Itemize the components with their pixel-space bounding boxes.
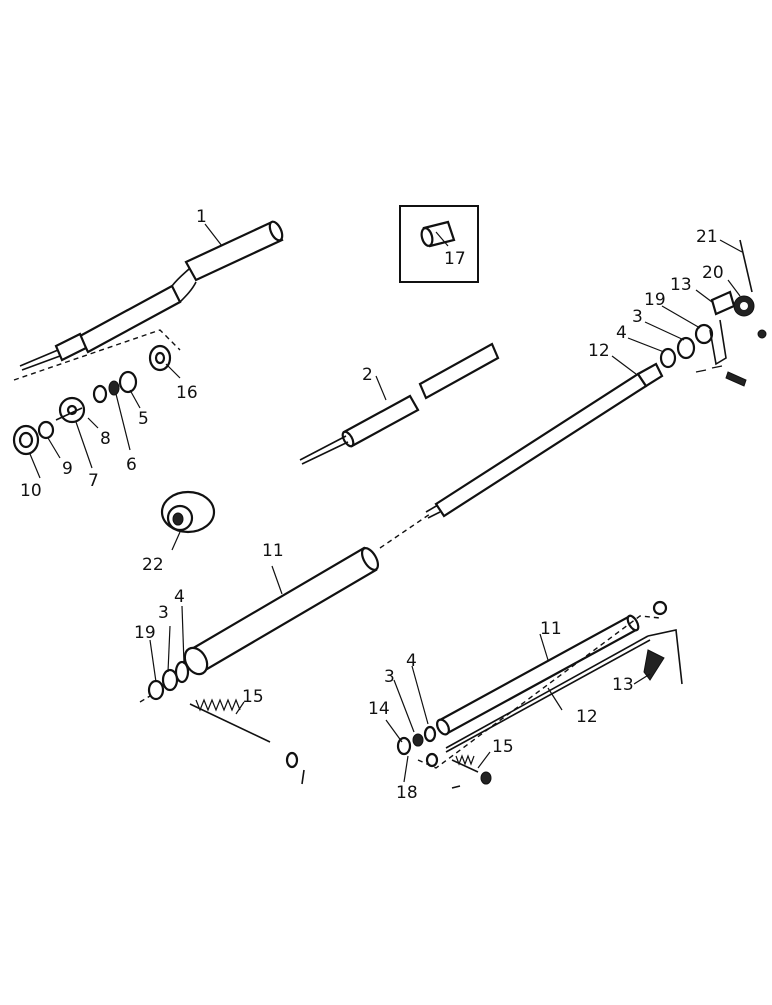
callout-3-bottom: 3 <box>384 667 395 687</box>
callout-1: 1 <box>196 207 207 227</box>
part-11-tube-left <box>183 546 380 676</box>
callout-4-top: 4 <box>616 323 627 343</box>
callout-8: 8 <box>100 429 111 449</box>
callout-11-right: 11 <box>540 619 562 639</box>
left-parts-cluster <box>12 344 172 456</box>
callout-3-left: 3 <box>158 603 169 623</box>
alignment-line <box>379 513 431 549</box>
callout-4-bottom: 4 <box>406 651 417 671</box>
callout-11-left: 11 <box>262 541 284 561</box>
callout-3-top: 3 <box>632 307 643 327</box>
callout-13-bottom: 13 <box>612 675 634 695</box>
callout-15-right: 15 <box>492 737 514 757</box>
callout-17: 17 <box>444 249 466 269</box>
callout-19-top: 19 <box>644 290 666 310</box>
callout-labels: 1 2 17 16 5 8 6 9 7 10 22 11 12 4 3 19 1… <box>20 207 724 803</box>
callout-5: 5 <box>138 409 149 429</box>
callout-18: 18 <box>396 783 418 803</box>
callout-7: 7 <box>88 471 99 491</box>
callout-13-top: 13 <box>670 275 692 295</box>
left-tube-washers <box>139 660 190 703</box>
callout-6: 6 <box>126 455 137 475</box>
part-2-shaft <box>299 342 500 465</box>
part-1-shaft <box>19 220 284 371</box>
part-12-rod-right <box>445 629 683 753</box>
callout-2: 2 <box>362 365 373 385</box>
callout-10: 10 <box>20 481 42 501</box>
callout-20: 20 <box>702 263 724 283</box>
callout-12-top: 12 <box>588 341 610 361</box>
callout-4-left: 4 <box>174 587 185 607</box>
callout-22: 22 <box>142 555 164 575</box>
callout-12-bottom: 12 <box>576 707 598 727</box>
callout-15-left: 15 <box>242 687 264 707</box>
assembly-bracket <box>13 329 181 381</box>
callout-16: 16 <box>176 383 198 403</box>
callout-14: 14 <box>368 699 390 719</box>
part-11-tube-right <box>436 614 640 736</box>
upper-right-parts <box>659 239 767 387</box>
callout-19-left: 19 <box>134 623 156 643</box>
part-12-long-shaft <box>425 362 664 519</box>
leader-lines <box>29 223 743 783</box>
callout-21: 21 <box>696 227 718 247</box>
lower-right-small-parts <box>396 600 668 789</box>
callout-9: 9 <box>62 459 73 479</box>
part-15-pin-left <box>189 698 305 785</box>
part-17-inset <box>399 205 479 283</box>
part-22-hub <box>160 490 216 534</box>
